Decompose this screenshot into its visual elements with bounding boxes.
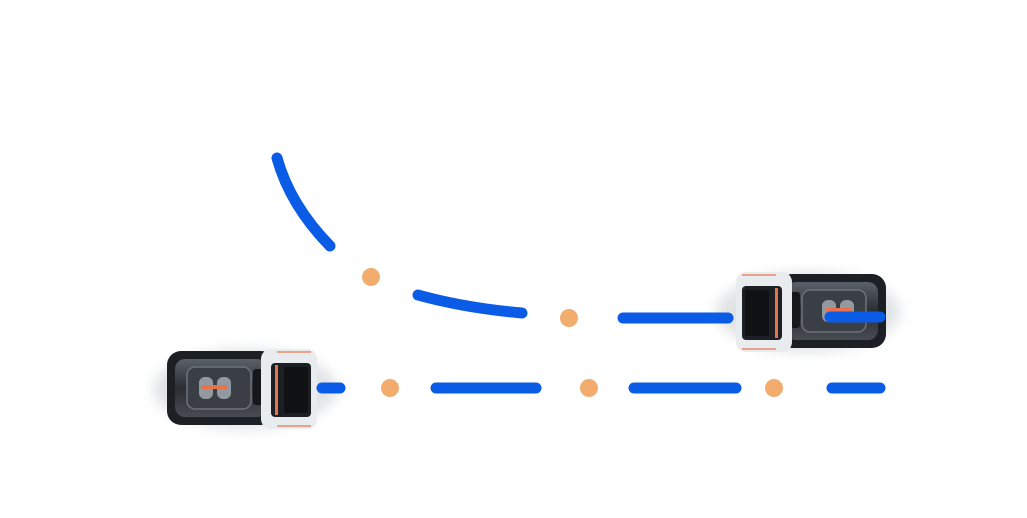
merge-path-waypoint bbox=[362, 268, 380, 286]
straight-path bbox=[316, 379, 886, 397]
straight-path-waypoint bbox=[580, 379, 598, 397]
merge-path-waypoint bbox=[560, 309, 578, 327]
merge-path bbox=[271, 152, 886, 327]
merge-path-curve-segment bbox=[271, 152, 336, 252]
autonomous-vehicle-icon bbox=[167, 349, 317, 429]
merge-path-arc-segment bbox=[412, 289, 528, 319]
straight-path-waypoint bbox=[381, 379, 399, 397]
straight-path-waypoint bbox=[765, 379, 783, 397]
vehicle-left bbox=[153, 349, 337, 429]
